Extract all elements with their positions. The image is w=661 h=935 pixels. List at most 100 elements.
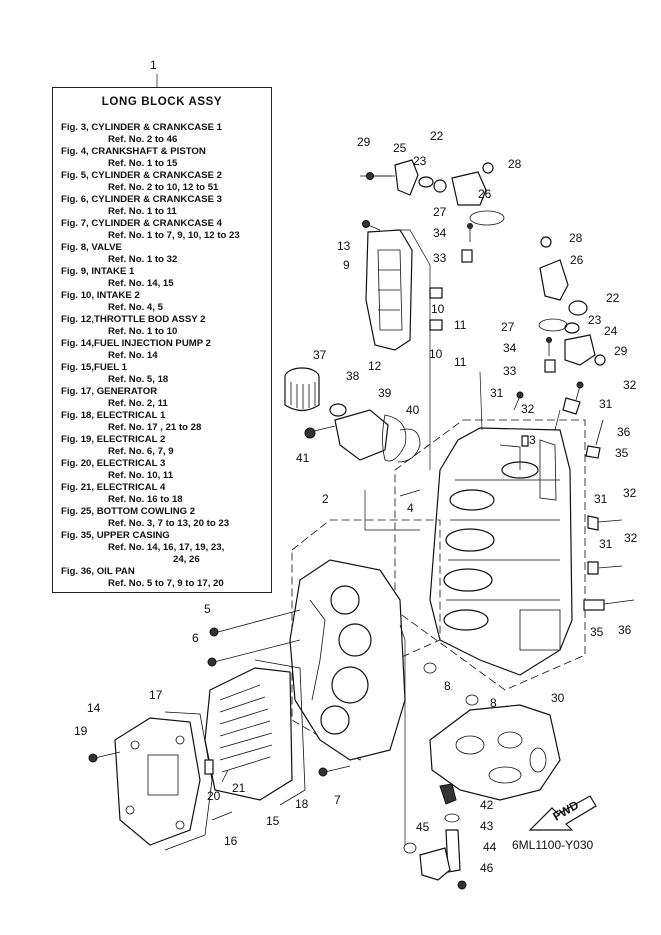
part-callout-37: 37: [313, 348, 327, 362]
part-callout-15: 15: [266, 814, 280, 828]
oil-filter: [284, 367, 421, 463]
part-callout-13: 13: [337, 239, 351, 253]
part-callout-45: 45: [416, 820, 430, 834]
part-callout-39: 39: [378, 386, 392, 400]
part-callout-8: 8: [444, 679, 451, 693]
legend-reference: Ref. No. 17 , 21 to 28: [108, 422, 202, 433]
part-callout-22: 22: [430, 129, 444, 143]
legend-figure: Fig. 18, ELECTRICAL 1: [61, 410, 166, 421]
part-callout-28: 28: [569, 231, 583, 245]
part-callout-26: 26: [478, 187, 492, 201]
part-callout-6: 6: [192, 631, 199, 645]
legend-figure: Fig. 19, ELECTRICAL 2: [61, 434, 166, 445]
legend-reference: Ref. No. 1 to 10: [108, 326, 178, 337]
part-callout-18: 18: [295, 797, 309, 811]
legend-figure: Fig. 5, CYLINDER & CRANKCASE 2: [61, 170, 222, 181]
legend-figure: Fig. 3, CYLINDER & CRANKCASE 1: [61, 122, 222, 133]
legend-reference: Ref. No. 1 to 32: [108, 254, 178, 265]
legend-reference: Ref. No. 10, 11: [108, 470, 174, 481]
legend-figure: Fig. 17, GENERATOR: [61, 386, 158, 397]
part-callout-27: 27: [501, 320, 515, 334]
legend-reference: Ref. No. 3, 7 to 13, 20 to 23: [108, 518, 230, 529]
legend-figure: Fig. 20, ELECTRICAL 3: [61, 458, 166, 469]
head-cover: [204, 659, 306, 806]
legend-reference: Ref. No. 5 to 7, 9 to 17, 20: [108, 578, 224, 589]
oil-pan-gasket: [429, 704, 561, 801]
legend-reference: Ref. No. 2, 11: [108, 398, 168, 409]
crankcase-block: [394, 419, 586, 691]
part-callout-8: 8: [490, 696, 497, 710]
legend-figure: Fig. 4, CRANKSHAFT & PISTON: [61, 146, 206, 157]
part-callout-32: 32: [624, 531, 638, 545]
leader-lines: [364, 229, 561, 845]
part-callout-33: 33: [503, 364, 517, 378]
part-callout-33: 33: [433, 251, 447, 265]
part-callout-31: 31: [599, 537, 613, 551]
part-callout-41: 41: [296, 451, 310, 465]
part-callout-19: 19: [74, 724, 88, 738]
part-callout-29: 29: [357, 135, 371, 149]
part-callout-29: 29: [614, 344, 628, 358]
part-callout-10: 10: [429, 347, 443, 361]
legend-reference: Ref. No. 2 to 10, 12 to 51: [108, 182, 219, 193]
legend-reference: Ref. No. 14: [108, 350, 158, 361]
part-callout-12: 12: [368, 359, 382, 373]
part-callout-42: 42: [480, 798, 494, 812]
part-callout-31: 31: [594, 492, 608, 506]
part-callout-32: 32: [623, 486, 637, 500]
legend-figure: Fig. 14,FUEL INJECTION PUMP 2: [61, 338, 211, 349]
part-callout-25: 25: [393, 141, 407, 155]
part-callout-22: 22: [606, 291, 620, 305]
part-callout-11: 11: [454, 318, 467, 332]
part-callout-5: 5: [204, 602, 211, 616]
side-cover: [114, 711, 213, 851]
legend-title: LONG BLOCK ASSY: [101, 96, 223, 108]
part-callout-46: 46: [480, 861, 494, 875]
part-callout-30: 30: [551, 691, 565, 705]
part-callout-23: 23: [588, 313, 602, 327]
thermostat-assembly-right: [538, 236, 606, 373]
part-callout-44: 44: [483, 840, 497, 854]
part-callout-7: 7: [334, 793, 341, 807]
part-callout-3: 3: [529, 433, 536, 447]
legend-figure: Fig. 15,FUEL 1: [61, 362, 127, 373]
part-callout-17: 17: [149, 688, 163, 702]
part-callout-32: 32: [521, 402, 535, 416]
part-callout-21: 21: [232, 781, 246, 795]
part-callout-10: 10: [431, 302, 445, 316]
legend-figure: Fig. 35, UPPER CASING: [61, 530, 170, 541]
part-callout-35: 35: [590, 625, 604, 639]
part-callout-34: 34: [433, 226, 447, 240]
legend-figure: Fig. 12,THROTTLE BOD ASSY 2: [61, 314, 206, 325]
part-callout-16: 16: [224, 834, 238, 848]
part-callout-31: 31: [490, 386, 504, 400]
part-callout-4: 4: [407, 501, 414, 515]
legend-reference: Ref. No. 14, 16, 17, 19, 23,: [108, 542, 225, 553]
part-callout-34: 34: [503, 341, 517, 355]
part-callout-40: 40: [406, 403, 420, 417]
part-callout-14: 14: [87, 701, 101, 715]
part-callout-36: 36: [618, 623, 632, 637]
part-callout-35: 35: [615, 446, 629, 460]
part-callout-26: 26: [570, 253, 584, 267]
bolts-and-fasteners: [88, 172, 635, 854]
legend-figure: Fig. 25, BOTTOM COWLING 2: [61, 506, 196, 517]
part-callout-27: 27: [433, 205, 447, 219]
legend-reference: Ref. No. 4, 5: [108, 302, 163, 313]
legend-reference: Ref. No. 5, 18: [108, 374, 169, 385]
legend-reference: Ref. No. 14, 15: [108, 278, 174, 289]
oil-strainer: [419, 783, 467, 890]
part-callout-36: 36: [617, 425, 631, 439]
legend-figure: Fig. 9, INTAKE 1: [61, 266, 135, 277]
legend-figure: Fig. 36, OIL PAN: [61, 566, 135, 577]
part-callout-32: 32: [623, 378, 637, 392]
part-callout-9: 9: [343, 258, 350, 272]
legend-reference: Ref. No. 2 to 46: [108, 134, 178, 145]
legend-box: LONG BLOCK ASSY Fig. 3, CYLINDER & CRANK…: [52, 87, 272, 593]
fwd-arrow-icon: FWD: [528, 795, 597, 831]
legend-reference: Ref. No. 1 to 7, 9, 10, 12 to 23: [108, 230, 240, 241]
legend-callout-number: 1: [150, 58, 157, 72]
legend-reference: Ref. No. 6, 7, 9: [108, 446, 174, 457]
part-callout-24: 24: [604, 324, 618, 338]
